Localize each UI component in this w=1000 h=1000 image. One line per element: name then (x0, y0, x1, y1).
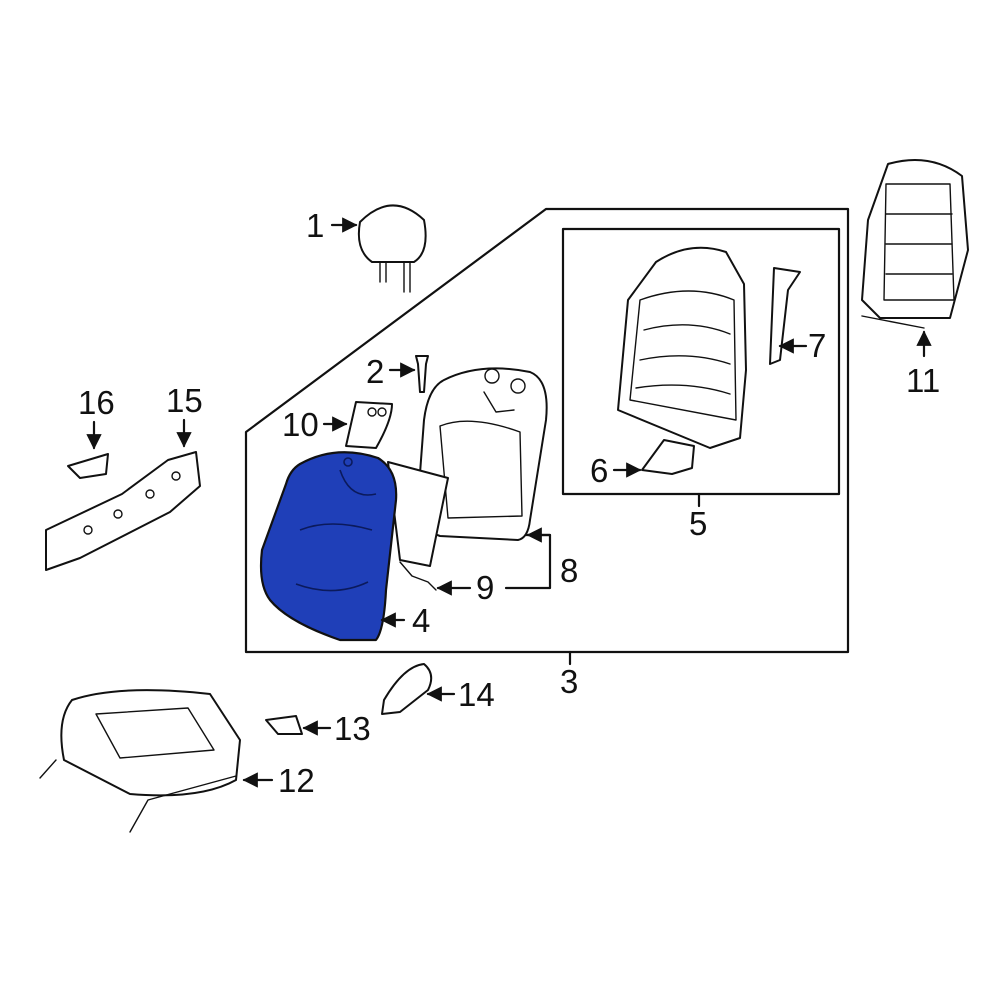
callout-6: 6 (590, 452, 608, 489)
headrest-part[interactable] (357, 204, 427, 293)
callout-14: 14 (458, 676, 495, 713)
callout-16: 16 (78, 384, 115, 421)
callout-1: 1 (306, 207, 324, 244)
side-shield-part[interactable] (45, 451, 201, 571)
side-bracket-part[interactable] (769, 267, 801, 365)
recliner-bracket-part[interactable] (641, 439, 695, 475)
callout-3: 3 (560, 663, 578, 700)
headrest-guide-part[interactable] (415, 355, 429, 393)
knob-part[interactable] (67, 453, 109, 479)
guide-cover-part[interactable] (345, 401, 393, 449)
callout-13: 13 (334, 710, 371, 747)
callout-10: 10 (282, 406, 319, 443)
callout-12: 12 (278, 762, 315, 799)
seatback-panel-part[interactable] (387, 461, 449, 591)
callout-15: 15 (166, 382, 203, 419)
callout-9: 9 (476, 569, 494, 606)
seat-cushion-part[interactable] (39, 689, 241, 833)
side-cover-part[interactable] (381, 663, 433, 715)
callout-4: 4 (412, 602, 430, 639)
seatback-cover-part[interactable] (259, 451, 398, 642)
callout-8: 8 (560, 552, 578, 589)
callout-11: 11 (906, 362, 940, 399)
group-3-outline (244, 207, 850, 654)
group-5-box (561, 227, 841, 496)
callout-7: 7 (808, 327, 826, 364)
seatback-cover-shape (259, 451, 398, 642)
clip-part[interactable] (265, 715, 303, 735)
seatback-frame-part[interactable] (617, 246, 747, 449)
callout-5: 5 (689, 505, 707, 542)
frame-assembly-part[interactable] (861, 159, 969, 329)
bracket-8-9 (504, 533, 552, 590)
callout-2: 2 (366, 353, 384, 390)
